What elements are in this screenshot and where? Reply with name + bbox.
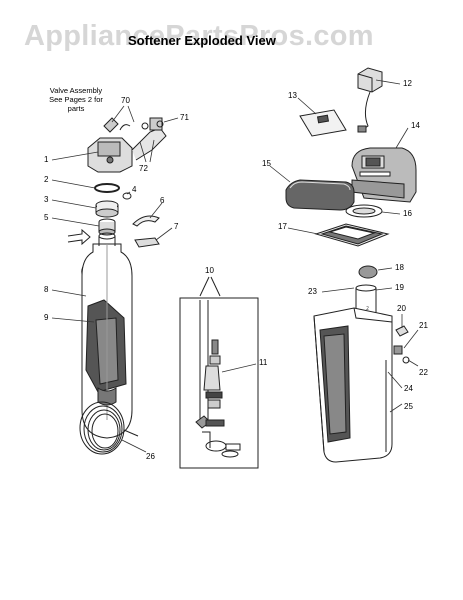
brine-well-assembly xyxy=(195,300,241,458)
callout-3: 3 xyxy=(44,195,49,204)
callout-19: 19 xyxy=(395,283,404,292)
note-line-3: parts xyxy=(67,104,85,113)
note-line-2: See Pages 2 for xyxy=(49,95,103,104)
callout-14: 14 xyxy=(411,121,420,130)
note-line-1: Valve Assembly xyxy=(49,86,103,95)
callout-21: 21 xyxy=(419,321,428,330)
callout-15: 15 xyxy=(262,159,271,168)
watermark-text: AppliancePartsPros.com xyxy=(24,20,374,52)
tray-frame-part xyxy=(314,223,390,247)
callout-25: 25 xyxy=(404,402,413,411)
callout-71: 71 xyxy=(180,113,189,122)
resin-tank-part xyxy=(81,232,133,439)
callout-10: 10 xyxy=(205,266,214,275)
callout-7: 7 xyxy=(174,222,179,231)
callout-5: 5 xyxy=(44,213,49,222)
callout-16: 16 xyxy=(403,209,412,218)
controller-part xyxy=(351,147,417,203)
clip-part xyxy=(132,215,160,227)
callout-9: 9 xyxy=(44,313,49,322)
valve-assembly-note: Valve Assembly See Pages 2 for parts xyxy=(34,86,118,113)
bracket-part xyxy=(134,237,160,248)
callout-70: 70 xyxy=(121,96,130,105)
callout-20: 20 xyxy=(397,304,406,313)
callout-22: 22 xyxy=(419,368,428,377)
callout-24: 24 xyxy=(404,384,413,393)
cover-part xyxy=(285,179,355,211)
overflow-fitting-part xyxy=(393,325,410,364)
callout-12: 12 xyxy=(403,79,412,88)
small-ring-part xyxy=(122,192,132,200)
gasket-part xyxy=(345,204,383,218)
coiled-tubing-part xyxy=(79,401,139,455)
callout-23: 23 xyxy=(308,287,317,296)
nameplate-part xyxy=(299,109,347,137)
adapter-part xyxy=(95,200,119,218)
callout-11: 11 xyxy=(259,358,268,367)
svg-text:2: 2 xyxy=(366,306,369,312)
transformer-part xyxy=(357,67,383,133)
diagram-title: Softener Exploded View xyxy=(128,33,276,48)
callout-26: 26 xyxy=(146,452,155,461)
callout-18: 18 xyxy=(395,263,404,272)
callout-13: 13 xyxy=(288,91,297,100)
callout-1: 1 xyxy=(44,155,49,164)
brine-kit-box xyxy=(179,297,259,469)
callout-17: 17 xyxy=(278,222,287,231)
callout-4: 4 xyxy=(132,185,137,194)
callout-72: 72 xyxy=(139,164,148,173)
valve-assembly-part xyxy=(87,117,167,173)
callout-8: 8 xyxy=(44,285,49,294)
brine-cabinet-part xyxy=(313,307,393,463)
callout-6: 6 xyxy=(160,196,165,205)
callout-2: 2 xyxy=(44,175,49,184)
o-ring-part xyxy=(94,183,120,193)
